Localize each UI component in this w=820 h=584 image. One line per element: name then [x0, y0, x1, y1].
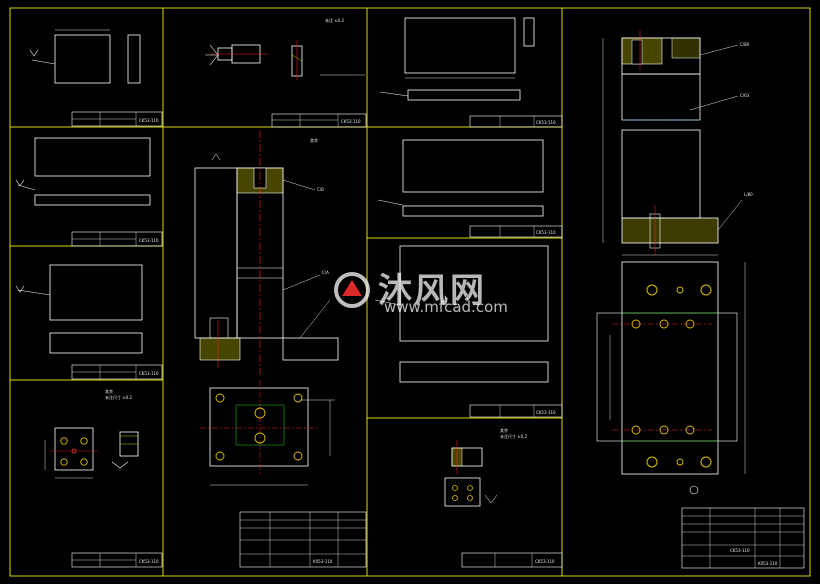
part-drawing-6 — [379, 17, 535, 101]
part-code-4: CK53-110 — [139, 559, 159, 564]
part-code-6: CK53-110 — [536, 120, 556, 125]
title-block-1: CK53-110 — [71, 111, 163, 127]
part-drawing-7 — [377, 139, 544, 217]
note-left-head: 其余 — [105, 388, 113, 394]
title-block-8: CK53-110 — [469, 404, 563, 418]
callout-c63: C/63 — [740, 93, 750, 98]
watermark-logo — [334, 272, 370, 308]
part-drawing-1 — [29, 29, 141, 84]
title-block-6: CK53-110 — [469, 115, 563, 128]
part-code-7: CK53-110 — [536, 230, 556, 235]
watermark-url: www.mfcad.com — [384, 298, 508, 316]
title-block-4: CK53-110 — [71, 552, 163, 568]
title-block-2: CK53-110 — [71, 231, 163, 247]
watermark: 沐风网 www.mfcad.com — [334, 271, 508, 316]
title-block-5: CK53-110 — [271, 113, 367, 128]
callout-l80: L/80 — [744, 192, 753, 197]
part-code-1: CK53-110 — [139, 118, 159, 123]
part-drawing-5: 未注 ±0.2 — [205, 17, 365, 80]
assembly-code-main: K053-110 — [313, 559, 333, 564]
part-code-9: CK53-110 — [535, 559, 555, 564]
part-code-2: CK53-110 — [139, 238, 159, 243]
right-assembly-elevation: C/80 C/63 L/80 — [602, 30, 753, 255]
note-mid-tol: 未注尺寸 ±0.2 — [500, 433, 527, 439]
part-drawing-4: 其余 未注尺寸 ±0.2 — [44, 388, 139, 479]
title-block-main: K053-110 — [239, 511, 367, 568]
part-code-8: CK53-110 — [536, 410, 556, 415]
assembly-name-right: CK53-110 — [730, 548, 750, 553]
right-assembly-plan-view — [596, 254, 746, 495]
title-block-right: CK53-110 K053-110 — [681, 507, 805, 569]
part-code-5: CK53-110 — [341, 119, 361, 124]
note-left-tol: 未注尺寸 ±0.2 — [105, 394, 132, 400]
title-block-7: CK53-110 — [469, 225, 563, 238]
title-block-3: CK53-110 — [71, 364, 163, 380]
part-code-3: CK53-110 — [139, 371, 159, 376]
part-drawing-8 — [374, 245, 549, 383]
main-assembly-plan-view — [200, 380, 335, 486]
note-top: 未注 ±0.2 — [325, 17, 344, 23]
main-assembly-drawing: 其余 C/A C/B — [194, 130, 339, 375]
note-mid-head: 其余 — [500, 427, 508, 433]
frame — [9, 7, 811, 577]
leader-b: C/B — [317, 187, 324, 192]
leader-a: C/A — [322, 270, 329, 275]
part-drawing-9: 其余 未注尺寸 ±0.2 — [444, 427, 527, 507]
assembly-code-right: K053-110 — [758, 561, 778, 566]
callout-c80: C/80 — [740, 42, 750, 47]
part-drawing-3 — [15, 264, 143, 354]
part-drawing-2 — [15, 137, 151, 206]
watermark-brand: 沐风网 — [378, 271, 486, 311]
note-center-head: 其余 — [310, 137, 318, 143]
title-block-9: CK53-110 — [461, 552, 563, 568]
